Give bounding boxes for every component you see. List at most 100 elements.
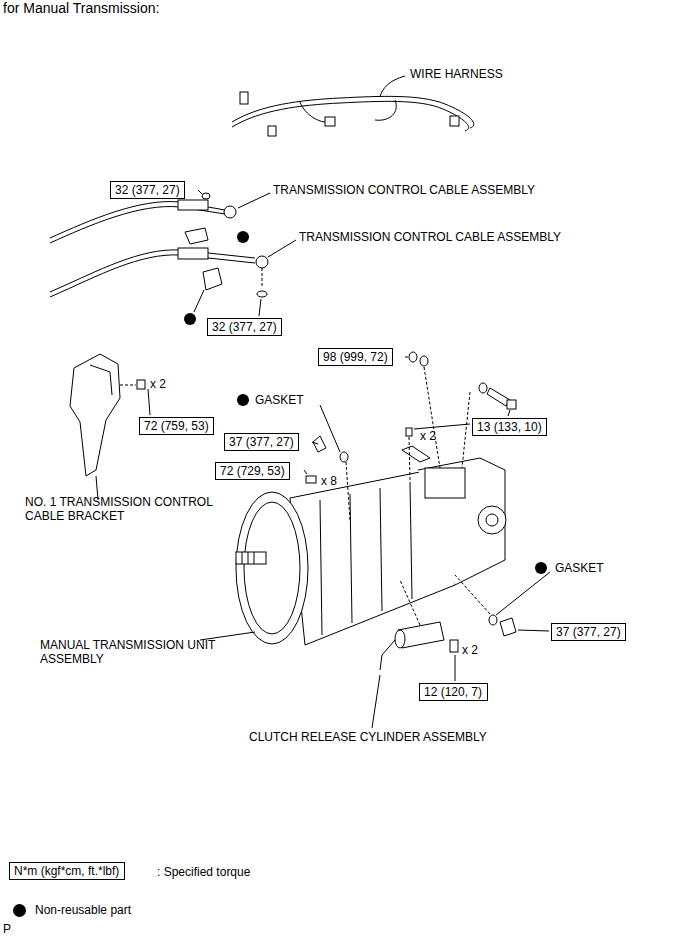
torque-spec-box: 37 (377, 27) [224, 433, 299, 451]
part-name: NO. 1 TRANSMISSION CONTROL CABLE BRACKET [25, 495, 240, 523]
phantom-line [346, 462, 350, 520]
gasket [340, 452, 348, 462]
bell-housing [236, 492, 308, 644]
legend-text: : Specified torque [157, 865, 250, 879]
torque-value: N*m (kgf*cm, ft.*lbf) [14, 864, 119, 878]
connector [240, 92, 248, 104]
leader-line [414, 424, 470, 429]
bolt [137, 380, 145, 389]
torque-value: 37 (377, 27) [556, 625, 621, 639]
leader-line [304, 470, 307, 474]
quantity-note: x 2 [462, 643, 478, 657]
leader-line [405, 357, 408, 358]
non-reusable-mark [184, 313, 196, 325]
leader-line [380, 76, 405, 97]
nut [202, 193, 210, 199]
torque-value: 98 (999, 72) [323, 350, 388, 364]
torque-spec-box: 98 (999, 72) [318, 348, 393, 366]
spline [242, 552, 254, 564]
clutch-hose [380, 640, 395, 670]
wire-harness [232, 101, 469, 131]
leader-line [312, 442, 318, 444]
plug [313, 436, 326, 452]
torque-spec-box: 37 (377, 27) [551, 623, 626, 641]
non-reusable-mark [237, 231, 249, 243]
input-shaft [236, 552, 266, 564]
part-name: TRANSMISSION CONTROL CABLE ASSEMBLY [273, 183, 535, 197]
gasket [489, 615, 497, 625]
connector [268, 126, 276, 136]
phantom-line [462, 392, 470, 468]
cable-sleeve [178, 200, 208, 210]
nut [420, 356, 428, 366]
leader-line [148, 389, 150, 415]
torque-value: 72 (759, 53) [144, 419, 209, 433]
leader-line [518, 630, 549, 631]
phantom-line [120, 385, 136, 386]
washer [479, 383, 487, 393]
bolt [406, 428, 412, 436]
bracket-edge [90, 365, 112, 395]
torque-value: 37 (377, 27) [229, 435, 294, 449]
part-name: GASKET [555, 561, 604, 575]
phantom-line [409, 437, 410, 480]
leader-line [268, 240, 296, 257]
leader-line [372, 675, 380, 728]
torque-value: 32 (377, 27) [212, 320, 277, 334]
non-reusable-mark [237, 394, 249, 406]
cable-end [256, 256, 268, 268]
torque-spec-box: 72 (759, 53) [139, 417, 214, 435]
quantity-note: x 2 [420, 429, 436, 443]
torque-spec-box: 32 (377, 27) [207, 318, 282, 336]
torque-spec-box: 12 (120, 7) [419, 683, 488, 701]
torque-value: 12 (120, 7) [424, 685, 482, 699]
part-name: GASKET [255, 393, 304, 407]
control-cable [50, 250, 255, 292]
control-cable [50, 255, 255, 297]
control-cable [50, 207, 225, 243]
torque-value: 13 (133, 10) [477, 420, 542, 434]
torque-spec-box: 72 (729, 53) [215, 462, 290, 480]
legend-text: Non-reusable part [35, 903, 131, 917]
legend-torque-box: N*m (kgf*cm, ft.*lbf) [9, 862, 125, 880]
sensor [402, 446, 430, 462]
leader-line [320, 405, 340, 452]
part-name: MANUAL TRANSMISSION UNIT ASSEMBLY [40, 638, 220, 666]
washer [409, 352, 417, 362]
cable-sleeve [178, 248, 208, 259]
wire-branch [375, 100, 396, 120]
shift-lever-housing [425, 468, 465, 498]
leader-line [194, 290, 204, 312]
legend-swatch [13, 904, 26, 917]
phantom-line [455, 575, 490, 614]
bolt-head [507, 400, 516, 409]
torque-spec-box: 13 (133, 10) [472, 418, 547, 436]
output-flange [478, 506, 506, 534]
quantity-note: x 2 [150, 377, 166, 391]
phantom-line [400, 580, 420, 625]
leader-line [259, 299, 261, 316]
torque-spec-box: 32 (377, 27) [110, 181, 185, 199]
part-name: CLUTCH RELEASE CYLINDER ASSEMBLY [249, 730, 487, 744]
clip [325, 117, 335, 126]
cylinder-end [395, 630, 405, 648]
part-name: WIRE HARNESS [410, 67, 503, 81]
quantity-note: P [3, 922, 11, 936]
phantom-line [262, 268, 263, 288]
bolt [450, 640, 458, 652]
quantity-note: x 8 [321, 474, 337, 488]
phantom-line [424, 367, 440, 468]
cable-bracket [70, 354, 120, 476]
case-rib [320, 482, 412, 635]
page-title: for Manual Transmission: [3, 0, 159, 16]
bell-housing-rim [244, 502, 300, 634]
leader-line [508, 410, 510, 416]
leader-line [455, 655, 456, 681]
clip [450, 116, 459, 126]
output-flange [486, 514, 498, 526]
leader-line [238, 193, 270, 208]
leader-line [496, 572, 550, 615]
torque-value: 32 (377, 27) [115, 183, 180, 197]
part-name: TRANSMISSION CONTROL CABLE ASSEMBLY [299, 230, 561, 244]
